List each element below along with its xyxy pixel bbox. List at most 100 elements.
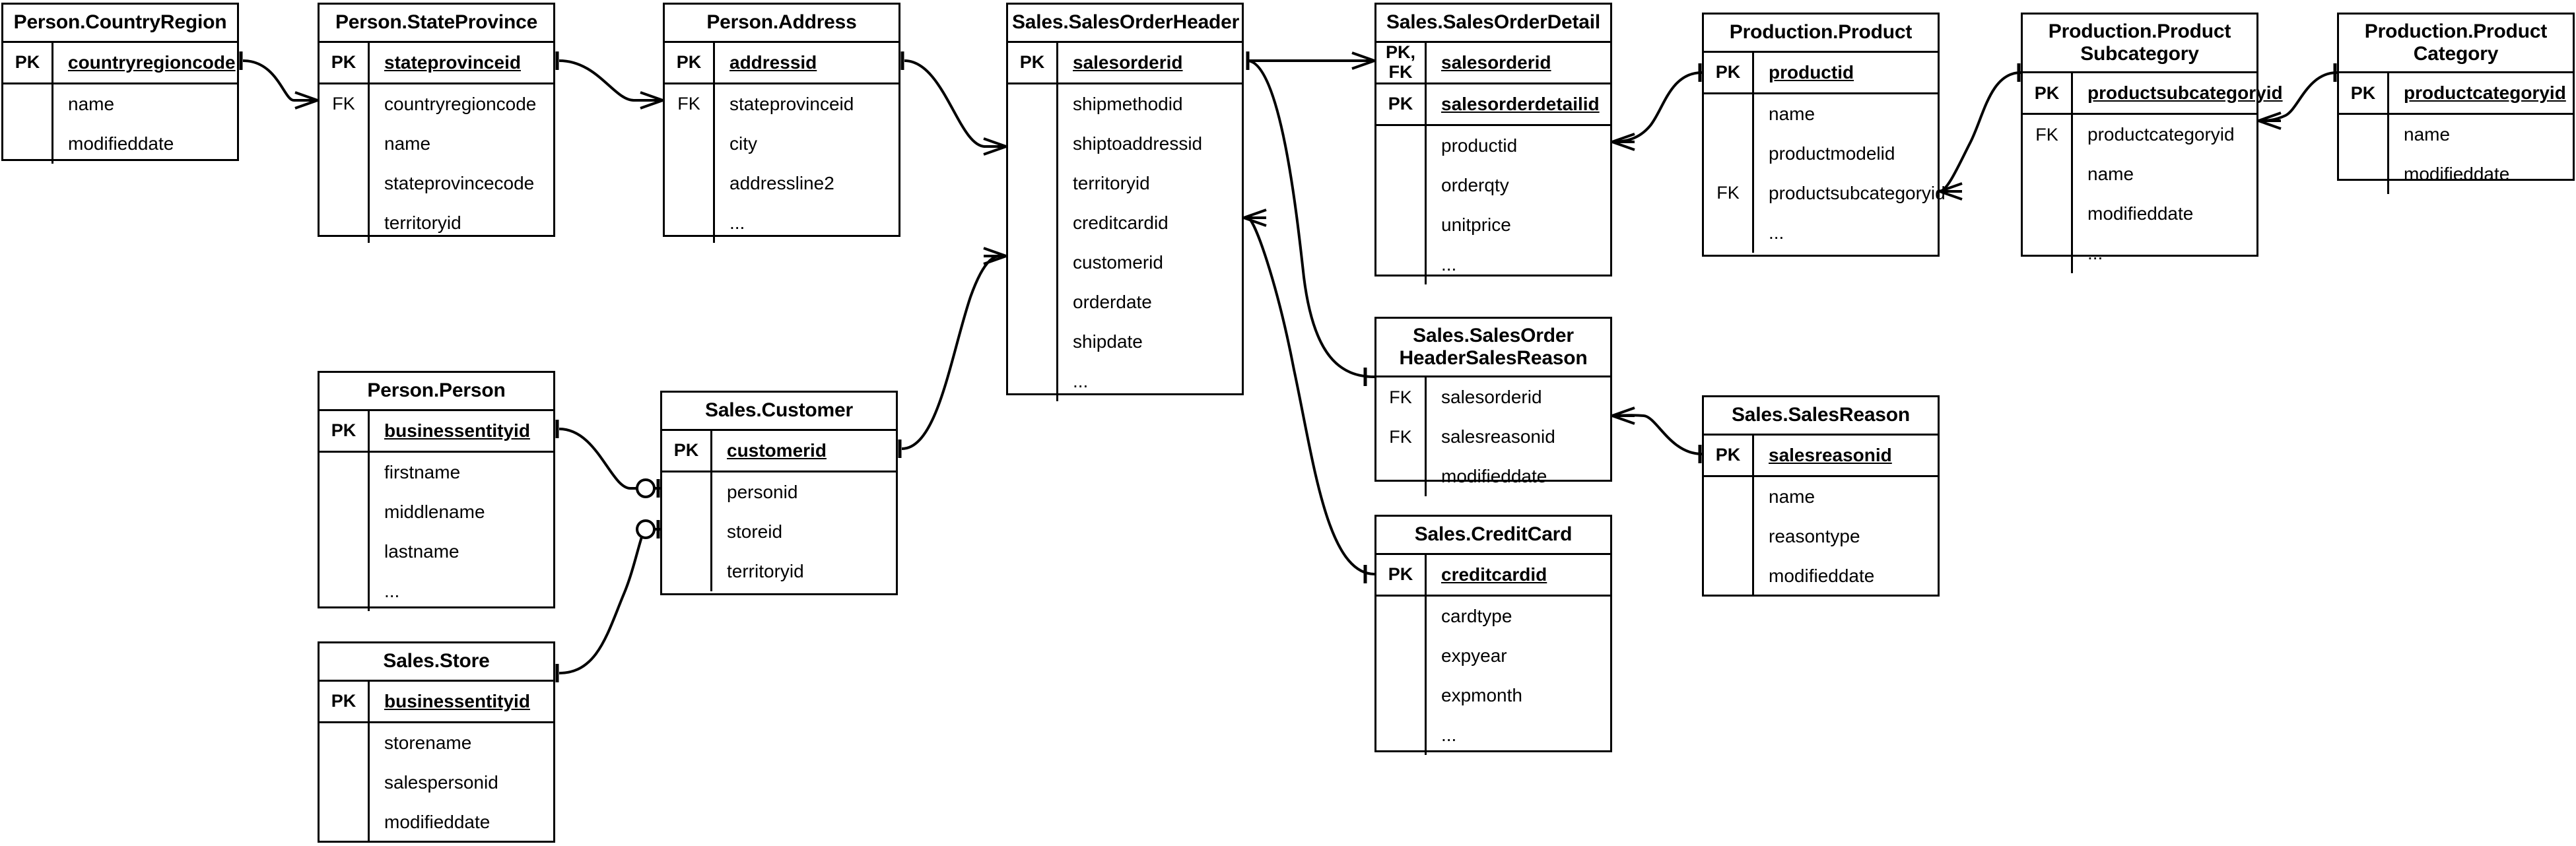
attribute-row[interactable]: territoryid [320, 203, 553, 243]
attribute-row[interactable]: name [2023, 154, 2256, 195]
key-indicator: PK [662, 430, 712, 471]
entity-title: Person.Address [665, 5, 898, 43]
attribute-row[interactable]: middlename [320, 492, 553, 532]
rel-store-customer [555, 519, 660, 682]
attribute-row[interactable]: modifieddate [1376, 457, 1610, 497]
attribute-row[interactable]: ... [2023, 234, 2256, 274]
attribute-row[interactable]: territoryid [1008, 163, 1242, 203]
attribute-row[interactable]: orderqty [1376, 165, 1610, 205]
key-indicator [1376, 715, 1427, 755]
attribute-row[interactable]: shipdate [1008, 321, 1242, 362]
attribute-row[interactable]: ... [1376, 715, 1610, 755]
attribute-row[interactable]: orderdate [1008, 282, 1242, 322]
key-indicator [665, 123, 715, 164]
attribute-row[interactable]: territoryid [662, 551, 896, 591]
key-indicator [3, 84, 53, 124]
attribute-row[interactable]: modifieddate [1704, 556, 1938, 596]
attribute-row[interactable]: shiptoaddressid [1008, 123, 1242, 164]
attribute-row[interactable]: customerid [1008, 242, 1242, 282]
key-indicator [1704, 476, 1754, 517]
rel-address-salesorderheader [900, 51, 1007, 156]
attribute-row[interactable]: productid [1376, 125, 1610, 166]
attribute-row[interactable]: modifieddate [320, 802, 553, 842]
attribute-row[interactable]: ... [1704, 212, 1938, 253]
attribute-row[interactable]: expmonth [1376, 675, 1610, 715]
attribute-row[interactable]: personid [662, 472, 896, 512]
key-indicator [1704, 212, 1754, 253]
attribute-row[interactable]: salespersonid [320, 762, 553, 802]
attribute-row[interactable]: name [320, 123, 553, 164]
attribute-row[interactable]: expyear [1376, 635, 1610, 676]
key-indicator [1008, 361, 1058, 401]
key-indicator [2339, 154, 2389, 195]
attribute-row[interactable]: shipmethodid [1008, 84, 1242, 124]
attribute-row[interactable]: name [2339, 115, 2573, 155]
attribute-row[interactable]: stateprovincecode [320, 163, 553, 203]
attribute-row[interactable]: productmodelid [1704, 133, 1938, 174]
entity-title: Sales.CreditCard [1376, 517, 1610, 555]
attribute-name: orderdate [1073, 291, 1152, 312]
attribute-row[interactable]: firstname [320, 452, 553, 492]
attribute-row[interactable]: reasontype [1704, 516, 1938, 556]
attribute-row[interactable]: name [1704, 94, 1938, 134]
attribute-name: expmonth [1441, 684, 1522, 705]
attribute-row[interactable]: creditcardid [1008, 203, 1242, 243]
attribute-name: name [1769, 103, 1815, 124]
attribute-row[interactable]: ... [320, 571, 553, 611]
attribute-row[interactable]: modifieddate [2339, 154, 2573, 195]
attribute-row[interactable]: cardtype [1376, 596, 1610, 636]
key-indicator [320, 123, 370, 164]
attribute-row[interactable]: lastname [320, 531, 553, 571]
attribute-row[interactable]: ... [665, 203, 898, 243]
attribute-row[interactable]: modifieddate [2023, 194, 2256, 234]
attribute-row[interactable]: city [665, 123, 898, 164]
attribute-row[interactable]: unitprice [1376, 205, 1610, 245]
attribute-row[interactable]: storename [320, 723, 553, 763]
attribute-row[interactable]: ... [1376, 244, 1610, 284]
entity-title: Sales.SalesOrderDetail [1376, 5, 1610, 43]
attribute-row[interactable]: modifieddate [3, 123, 237, 164]
attribute-row[interactable]: name [3, 84, 237, 124]
attribute-row[interactable]: storeid [662, 511, 896, 552]
attribute-row[interactable]: addressline2 [665, 163, 898, 203]
key-indicator [2023, 234, 2073, 274]
attribute-row[interactable]: ... [1008, 361, 1242, 401]
attribute-row[interactable]: name [1704, 476, 1938, 517]
